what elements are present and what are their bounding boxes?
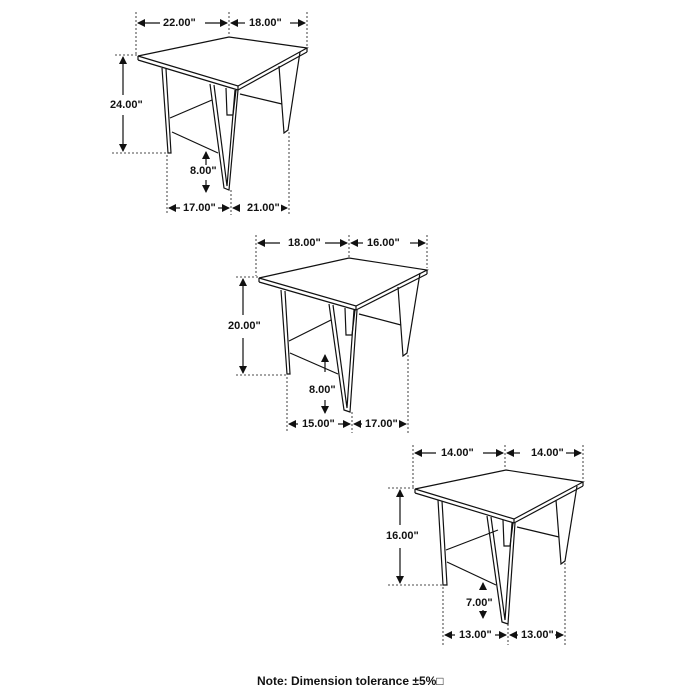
table-2-base-depth-label: 17.00" (364, 418, 399, 431)
table-1-top-width-label: 22.00" (162, 17, 197, 30)
table-1-shelf-height-label: 8.00" (189, 165, 218, 178)
table-1-base-width-label: 17.00" (182, 202, 217, 215)
table-1-height-label: 24.00" (109, 99, 144, 112)
dimension-tolerance-note: Note: Dimension tolerance ±5%□ (257, 674, 444, 688)
table-2-shelf-height-label: 8.00" (308, 384, 337, 397)
table-3-base-depth-label: 13.00" (520, 629, 555, 642)
table-1-drawing (112, 12, 309, 215)
table-1-top-depth-label: 18.00" (248, 17, 283, 30)
table-3-height-label: 16.00" (385, 530, 420, 543)
table-2-base-width-label: 15.00" (301, 418, 336, 431)
table-3-top-depth-label: 14.00" (530, 447, 565, 460)
table-2-top-depth-label: 16.00" (366, 237, 401, 250)
table-2-top-width-label: 18.00" (287, 237, 322, 250)
table-3-drawing (388, 445, 585, 645)
table-2-height-label: 20.00" (227, 320, 262, 333)
table-1-base-depth-label: 21.00" (246, 202, 281, 215)
table-3-shelf-height-label: 7.00" (465, 597, 494, 610)
table-3-base-width-label: 13.00" (458, 629, 493, 642)
table-2-drawing (236, 235, 429, 433)
table-3-top-width-label: 14.00" (440, 447, 475, 460)
